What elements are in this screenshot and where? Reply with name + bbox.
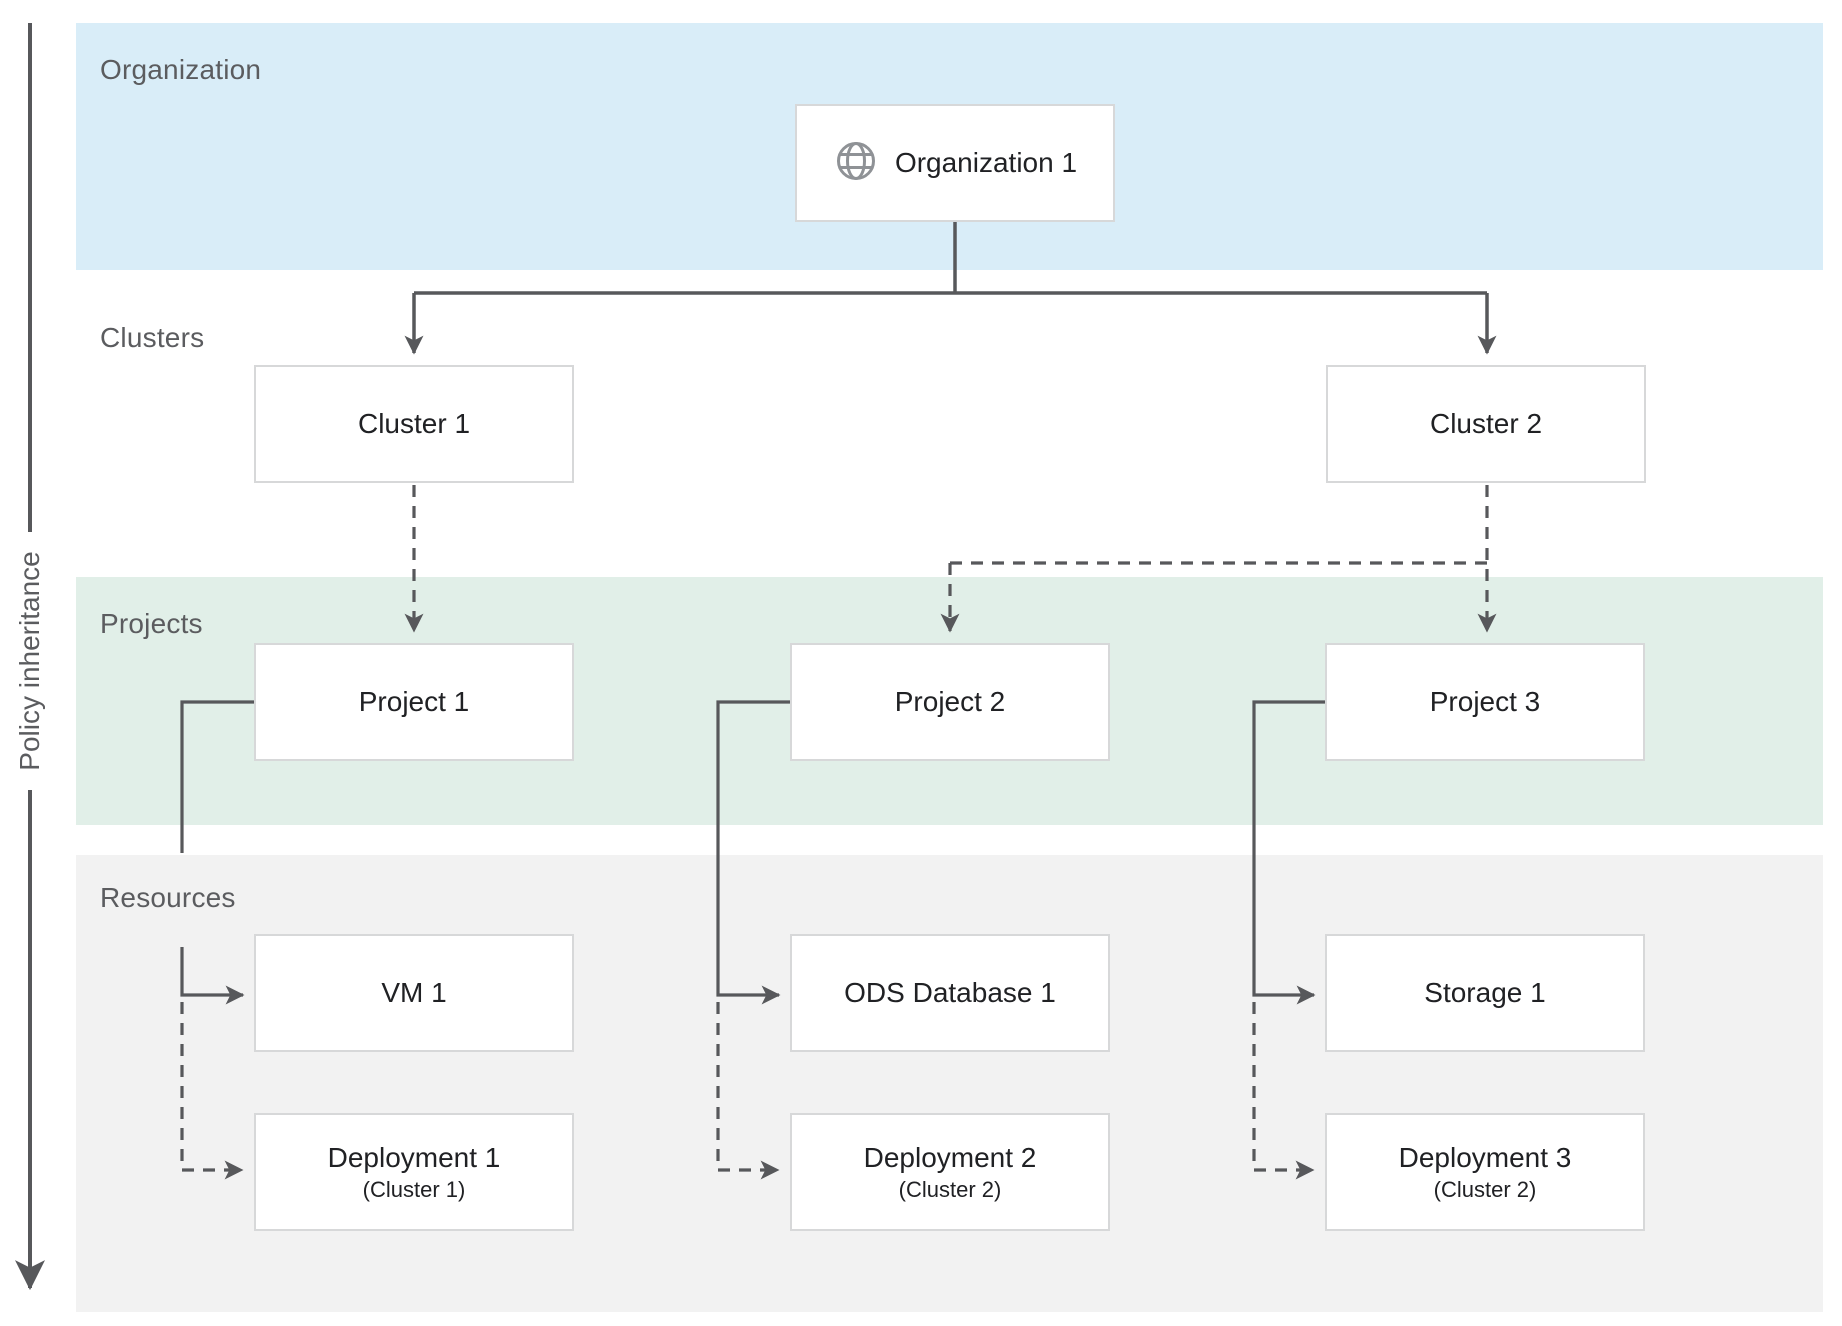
edge-project3-to-deployment3 <box>1252 1002 1315 1180</box>
edge-project1-to-deployment1 <box>180 1002 244 1180</box>
node-label: VM 1 <box>381 977 447 1009</box>
node-label: Cluster 2 <box>1429 408 1543 440</box>
node-sublabel: (Cluster 1) <box>362 1176 466 1202</box>
edges-clusters-to-projects <box>404 485 1497 633</box>
band-label-projects: Projects <box>100 608 203 639</box>
edge-project2-to-deployment2 <box>716 1002 780 1180</box>
edge-project3-to-storage1 <box>1252 700 1325 1005</box>
node-label: Cluster 1 <box>357 408 471 440</box>
node-sublabel: (Cluster 2) <box>898 1176 1002 1202</box>
edge-project2-to-ods1 <box>716 700 790 1005</box>
band-label-organization: Organization <box>100 54 262 85</box>
node-label: Storage 1 <box>1424 977 1546 1009</box>
node-project-2: Project 2 <box>790 643 1110 761</box>
node-label: Organization 1 <box>894 147 1078 179</box>
node-sublabel: (Cluster 2) <box>1433 1176 1537 1202</box>
node-deployment-2: Deployment 2 (Cluster 2) <box>790 1113 1110 1231</box>
node-ods-database-1: ODS Database 1 <box>790 934 1110 1052</box>
node-project-3: Project 3 <box>1325 643 1645 761</box>
node-label: Project 2 <box>894 686 1006 718</box>
node-label: Deployment 2 <box>863 1142 1037 1173</box>
band-label-resources: Resources <box>100 882 236 913</box>
node-label: ODS Database 1 <box>844 977 1056 1009</box>
edges-projects-to-resources-solid <box>180 700 1325 1005</box>
edge-project1-elbow-upper <box>180 700 254 853</box>
node-label: Project 1 <box>358 686 470 718</box>
node-label: Project 3 <box>1429 686 1541 718</box>
node-label: Deployment 3 <box>1398 1142 1572 1173</box>
policy-inheritance-label: Policy inheritance <box>14 551 45 771</box>
node-storage-1: Storage 1 <box>1325 934 1645 1052</box>
node-label: Deployment 1 <box>327 1142 501 1173</box>
edge-project1-to-vm1 <box>180 947 245 1005</box>
edges-projects-to-deployments <box>180 1002 1315 1180</box>
node-deployment-3: Deployment 3 (Cluster 2) <box>1325 1113 1645 1231</box>
node-organization-1: Organization 1 <box>795 104 1115 222</box>
node-cluster-1: Cluster 1 <box>254 365 574 483</box>
edges-org-to-clusters <box>404 222 1497 355</box>
node-vm-1: VM 1 <box>254 934 574 1052</box>
band-resources <box>76 855 1823 1312</box>
globe-icon <box>833 138 879 189</box>
node-deployment-1: Deployment 1 (Cluster 1) <box>254 1113 574 1231</box>
node-project-1: Project 1 <box>254 643 574 761</box>
band-label-clusters: Clusters <box>100 322 205 353</box>
node-cluster-2: Cluster 2 <box>1326 365 1646 483</box>
